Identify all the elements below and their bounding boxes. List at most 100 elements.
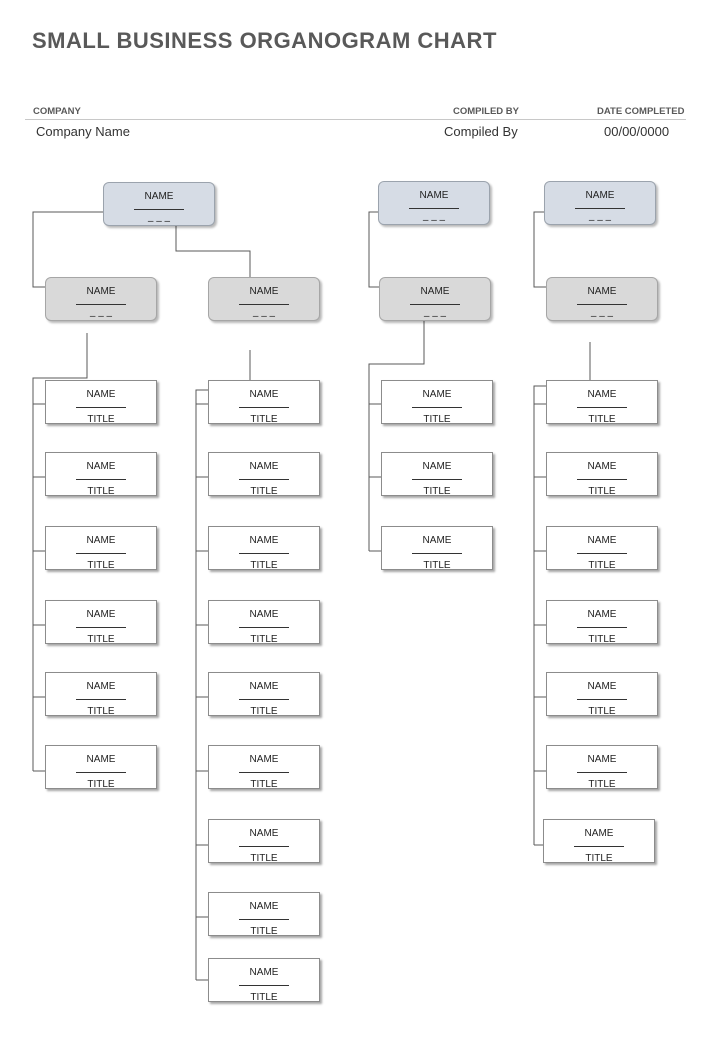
name-underline bbox=[577, 304, 627, 305]
name-underline bbox=[239, 479, 289, 480]
name-label: NAME bbox=[587, 754, 617, 765]
company-name-field[interactable]: Company Name bbox=[36, 124, 130, 139]
title-label: TITLE bbox=[250, 414, 278, 424]
title-label: TITLE bbox=[588, 486, 616, 496]
name-underline bbox=[577, 407, 627, 408]
name-label: NAME bbox=[420, 286, 450, 297]
staff-box[interactable]: NAME TITLE bbox=[208, 526, 320, 570]
name-underline bbox=[76, 699, 126, 700]
staff-box[interactable]: NAME TITLE bbox=[381, 526, 493, 570]
title-label: TITLE bbox=[87, 779, 115, 789]
name-label: NAME bbox=[249, 609, 279, 620]
name-label: NAME bbox=[249, 901, 279, 912]
title-label: – – – bbox=[89, 311, 113, 321]
name-underline bbox=[239, 919, 289, 920]
staff-box[interactable]: NAME TITLE bbox=[546, 452, 658, 496]
name-label: NAME bbox=[249, 681, 279, 692]
name-label: NAME bbox=[86, 286, 116, 297]
name-label: NAME bbox=[86, 535, 116, 546]
name-label: NAME bbox=[249, 967, 279, 978]
staff-box[interactable]: NAME TITLE bbox=[208, 380, 320, 424]
staff-box[interactable]: NAME TITLE bbox=[45, 380, 157, 424]
date-completed-label: DATE COMPLETED bbox=[597, 106, 685, 117]
title-label: TITLE bbox=[423, 560, 451, 570]
name-underline bbox=[239, 553, 289, 554]
title-label: TITLE bbox=[87, 414, 115, 424]
name-underline bbox=[239, 627, 289, 628]
name-label: NAME bbox=[249, 535, 279, 546]
head-box[interactable]: NAME – – – bbox=[544, 181, 656, 225]
staff-box[interactable]: NAME TITLE bbox=[208, 672, 320, 716]
staff-box[interactable]: NAME TITLE bbox=[543, 819, 655, 863]
title-label: TITLE bbox=[250, 634, 278, 644]
staff-box[interactable]: NAME TITLE bbox=[208, 452, 320, 496]
title-label: TITLE bbox=[588, 779, 616, 789]
staff-box[interactable]: NAME TITLE bbox=[45, 600, 157, 644]
name-label: NAME bbox=[249, 286, 279, 297]
staff-box[interactable]: NAME TITLE bbox=[546, 380, 658, 424]
head-box[interactable]: NAME – – – bbox=[378, 181, 490, 225]
compiled-by-field[interactable]: Compiled By bbox=[444, 124, 518, 139]
name-underline bbox=[412, 407, 462, 408]
name-underline bbox=[577, 772, 627, 773]
staff-box[interactable]: NAME TITLE bbox=[546, 600, 658, 644]
staff-box[interactable]: NAME TITLE bbox=[45, 526, 157, 570]
company-label: COMPANY bbox=[33, 106, 81, 117]
name-underline bbox=[76, 772, 126, 773]
name-underline bbox=[134, 209, 184, 210]
name-underline bbox=[76, 304, 126, 305]
manager-box[interactable]: NAME – – – bbox=[379, 277, 491, 321]
title-label: TITLE bbox=[87, 486, 115, 496]
name-underline bbox=[239, 699, 289, 700]
staff-box[interactable]: NAME TITLE bbox=[208, 745, 320, 789]
title-label: TITLE bbox=[588, 634, 616, 644]
title-label: TITLE bbox=[423, 486, 451, 496]
name-underline bbox=[412, 479, 462, 480]
title-label: TITLE bbox=[250, 486, 278, 496]
staff-box[interactable]: NAME TITLE bbox=[45, 452, 157, 496]
manager-box[interactable]: NAME – – – bbox=[208, 277, 320, 321]
title-label: TITLE bbox=[87, 634, 115, 644]
name-underline bbox=[76, 627, 126, 628]
staff-box[interactable]: NAME TITLE bbox=[208, 600, 320, 644]
staff-box[interactable]: NAME TITLE bbox=[45, 672, 157, 716]
name-label: NAME bbox=[249, 389, 279, 400]
manager-box[interactable]: NAME – – – bbox=[45, 277, 157, 321]
staff-box[interactable]: NAME TITLE bbox=[546, 526, 658, 570]
name-label: NAME bbox=[587, 535, 617, 546]
name-underline bbox=[577, 699, 627, 700]
staff-box[interactable]: NAME TITLE bbox=[546, 745, 658, 789]
name-label: NAME bbox=[422, 389, 452, 400]
staff-box[interactable]: NAME TITLE bbox=[381, 452, 493, 496]
staff-box[interactable]: NAME TITLE bbox=[381, 380, 493, 424]
title-label: TITLE bbox=[250, 926, 278, 936]
name-label: NAME bbox=[585, 190, 615, 201]
staff-box[interactable]: NAME TITLE bbox=[208, 892, 320, 936]
name-label: NAME bbox=[86, 681, 116, 692]
name-label: NAME bbox=[587, 389, 617, 400]
staff-box[interactable]: NAME TITLE bbox=[208, 819, 320, 863]
name-underline bbox=[577, 553, 627, 554]
name-underline bbox=[76, 407, 126, 408]
title-label: TITLE bbox=[585, 853, 613, 863]
name-underline bbox=[574, 846, 624, 847]
name-underline bbox=[575, 208, 625, 209]
date-completed-field[interactable]: 00/00/0000 bbox=[604, 124, 670, 139]
manager-box[interactable]: NAME – – – bbox=[546, 277, 658, 321]
name-label: NAME bbox=[587, 681, 617, 692]
name-underline bbox=[239, 772, 289, 773]
staff-box[interactable]: NAME TITLE bbox=[45, 745, 157, 789]
title-label: TITLE bbox=[250, 560, 278, 570]
name-label: NAME bbox=[86, 754, 116, 765]
title-label: TITLE bbox=[87, 560, 115, 570]
page-title: SMALL BUSINESS ORGANOGRAM CHART bbox=[32, 28, 497, 53]
title-label: TITLE bbox=[250, 853, 278, 863]
title-label: TITLE bbox=[588, 706, 616, 716]
title-label: – – – bbox=[588, 215, 612, 225]
head-box[interactable]: NAME – – – bbox=[103, 182, 215, 226]
title-label: TITLE bbox=[588, 560, 616, 570]
staff-box[interactable]: NAME TITLE bbox=[208, 958, 320, 1002]
title-label: TITLE bbox=[250, 992, 278, 1002]
staff-box[interactable]: NAME TITLE bbox=[546, 672, 658, 716]
name-label: NAME bbox=[419, 190, 449, 201]
